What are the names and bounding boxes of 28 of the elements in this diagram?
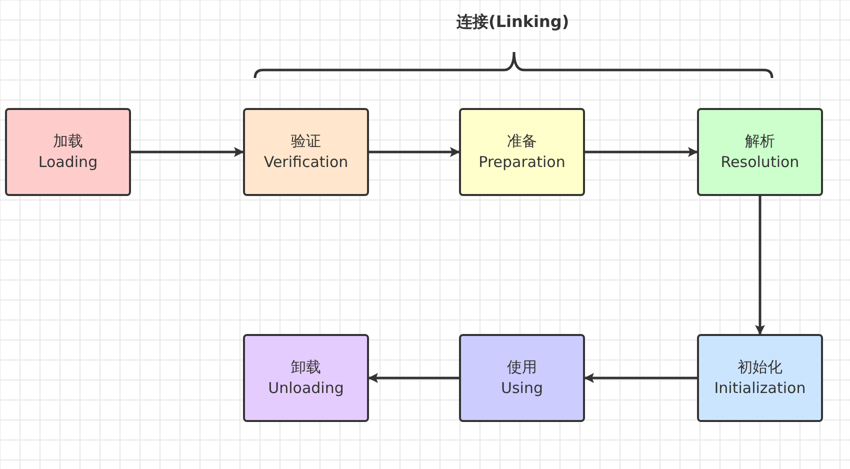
box-label: Preparation — [478, 152, 566, 173]
process-box — [243, 108, 369, 196]
box-label: 卸载 — [291, 357, 321, 378]
box-label: Unloading — [268, 378, 344, 399]
box-label: 加载 — [53, 131, 83, 152]
box-label: 验证 — [291, 131, 321, 152]
arrow — [585, 147, 698, 157]
arrow — [131, 147, 244, 157]
box-label: Verification — [264, 152, 348, 173]
arrow — [584, 373, 697, 383]
box-label: Initialization — [714, 378, 806, 399]
box-label: 初始化 — [738, 357, 782, 378]
process-box — [243, 334, 369, 422]
process-box — [697, 334, 823, 422]
arrow — [369, 147, 460, 157]
group-title: 连接(Linking) — [456, 12, 570, 33]
arrow — [368, 373, 459, 383]
process-box — [459, 334, 585, 422]
process-box — [459, 108, 585, 196]
box-label: Resolution — [720, 152, 800, 173]
box-label: 使用 — [507, 357, 537, 378]
box-label: Loading — [38, 152, 98, 173]
box-label: 准备 — [507, 131, 537, 152]
box-label: Using — [501, 378, 543, 399]
arrow — [755, 196, 765, 335]
box-label: 解析 — [745, 131, 775, 152]
process-box — [5, 108, 131, 196]
process-box — [697, 108, 823, 196]
